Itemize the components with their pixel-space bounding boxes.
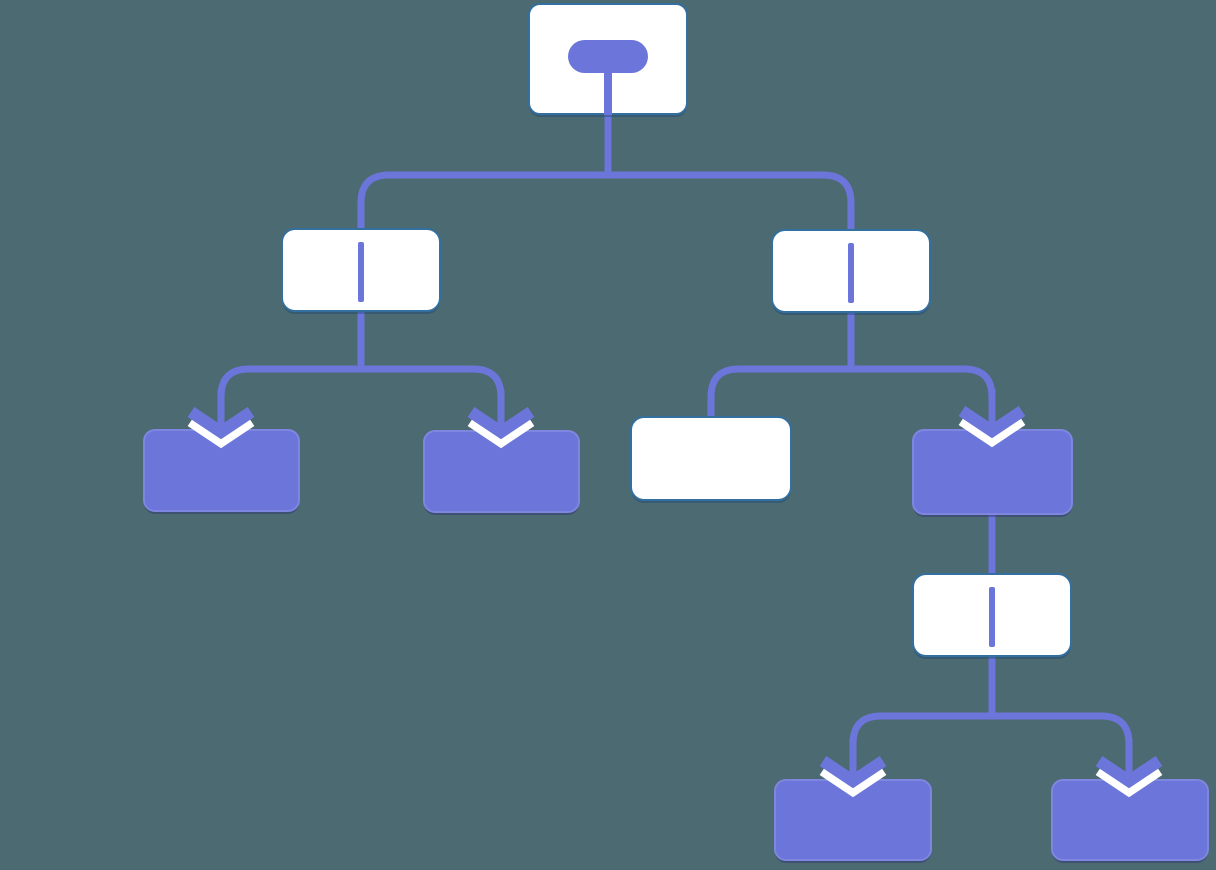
node-leaf-3[interactable] <box>774 779 932 861</box>
node-leaf-4[interactable] <box>1051 779 1209 861</box>
node-child-plain[interactable] <box>630 416 792 501</box>
node-leaf-1[interactable] <box>143 429 300 512</box>
connector-left-fork <box>217 365 505 432</box>
connector-bottom-fork <box>849 712 1133 781</box>
node-branch-right[interactable] <box>771 229 931 313</box>
vertical-connector-line-icon <box>989 587 995 647</box>
node-branch-sub[interactable] <box>912 429 1073 515</box>
node-leaf-2[interactable] <box>423 430 580 513</box>
connector-root-fork <box>357 171 855 232</box>
collapsed-subtree-pill-icon <box>568 40 648 73</box>
node-root[interactable] <box>528 3 688 115</box>
node-branch-left[interactable] <box>281 228 441 312</box>
root-pill-stem <box>604 67 612 115</box>
node-mid[interactable] <box>912 573 1072 657</box>
vertical-connector-line-icon <box>358 242 364 302</box>
vertical-connector-line-icon <box>848 243 854 303</box>
